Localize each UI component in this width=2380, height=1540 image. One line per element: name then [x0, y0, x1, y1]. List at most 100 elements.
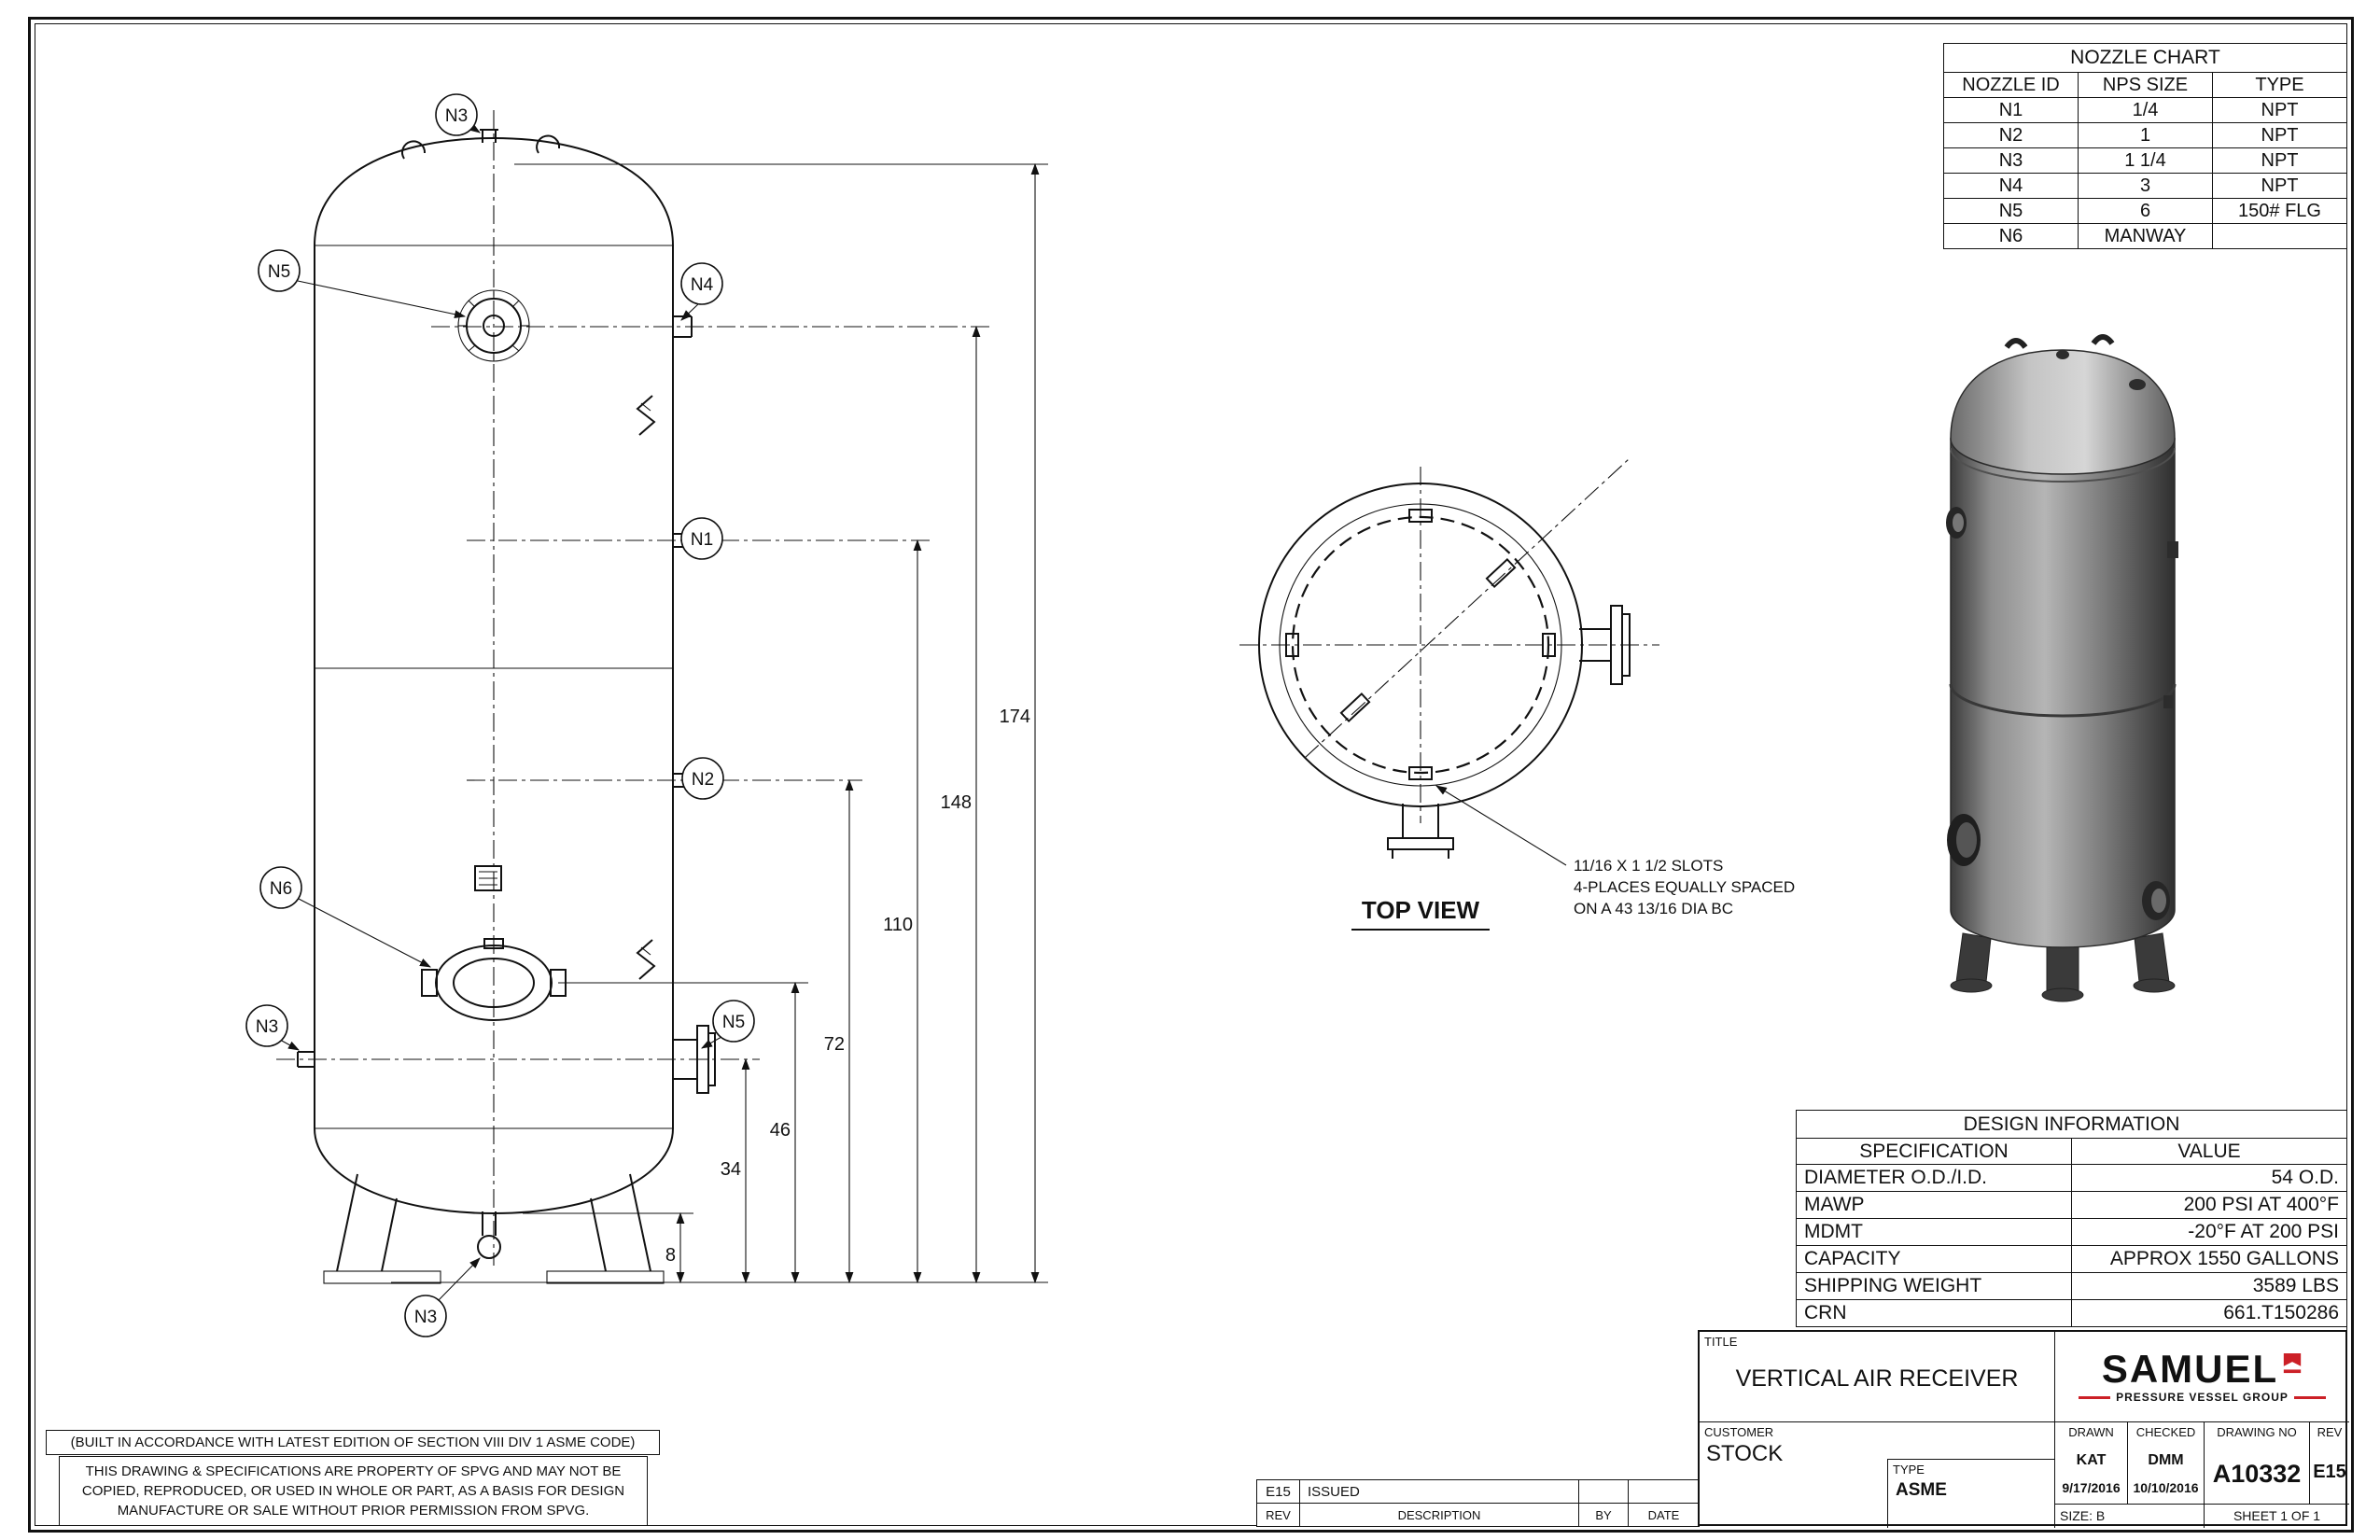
table-row: MDMT -20°F AT 200 PSI [1796, 1218, 2347, 1246]
sheet-border-outer [28, 17, 2354, 1533]
table-row: N2 1 NPT [1943, 122, 2347, 148]
dip-tube [636, 939, 656, 980]
drawn-label: DRAWN [2068, 1425, 2114, 1439]
nozzle-type: NPT [2212, 97, 2347, 123]
nozzle-balloon: N3 [414, 1308, 437, 1327]
nozzle-type: 150# FLG [2212, 198, 2347, 224]
design-info-title: DESIGN INFORMATION [1796, 1110, 2347, 1139]
logo-accent-bar [2293, 1395, 2326, 1399]
design-info-table: DESIGN INFORMATION SPECIFICATION VALUE D… [1796, 1110, 2347, 1327]
spec-value: 3589 LBS [2071, 1272, 2347, 1300]
nozzle-id: N5 [1943, 198, 2079, 224]
size-cell: SIZE: B [2055, 1505, 2205, 1528]
type-label: TYPE [1893, 1463, 1925, 1477]
n6-manway [421, 938, 567, 1021]
revision-header-row: REV DESCRIPTION BY DATE [1256, 1503, 1700, 1527]
nameplate [474, 865, 502, 891]
nozzle-size: 1 1/4 [2078, 147, 2213, 174]
nozzle-chart-header: NOZZLE ID [1943, 72, 2079, 98]
nozzle-balloon: N3 [445, 106, 468, 126]
revision-block: E15 ISSUED REV DESCRIPTION BY DATE [1256, 1479, 1700, 1527]
dimension-value: 34 [721, 1159, 741, 1180]
drawing-no-label: DRAWING NO [2217, 1425, 2297, 1439]
lifting-lug-icon [401, 140, 427, 160]
customer-label: CUSTOMER [1704, 1425, 1774, 1439]
lifting-lug-icon [2091, 334, 2115, 345]
dimension-value: 174 [1000, 707, 1030, 727]
nozzle-id: N3 [1943, 147, 2079, 174]
top-view: 11/16 X 1 1/2 SLOTS 4-PLACES EQUALLY SPA… [1239, 458, 1795, 931]
property-note: THIS DRAWING & SPECIFICATIONS ARE PROPER… [59, 1456, 648, 1526]
revision-header: DESCRIPTION [1299, 1503, 1579, 1527]
rev-label: REV [2317, 1425, 2343, 1439]
spec-value: 200 PSI AT 400°F [2071, 1191, 2347, 1219]
dimension-value: 8 [665, 1245, 676, 1266]
drawn-cell: DRAWN KAT 9/17/2016 [2055, 1422, 2128, 1505]
brand-subtitle: PRESSURE VESSEL GROUP [2116, 1391, 2289, 1404]
nozzle-size: 1 [2078, 122, 2213, 148]
drawing-title: VERTICAL AIR RECEIVER [1735, 1365, 2019, 1392]
sheet-border-inner [35, 23, 2347, 1526]
dimension-value: 72 [824, 1034, 845, 1055]
asme-code-note: (BUILT IN ACCORDANCE WITH LATEST EDITION… [46, 1430, 660, 1455]
spec-name: CRN [1796, 1299, 2072, 1327]
revision-header: DATE [1628, 1503, 1700, 1527]
property-note-line: MANUFACTURE OR SALE WITHOUT PRIOR PERMIS… [117, 1503, 590, 1519]
brand-flag-icon [2284, 1353, 2302, 1374]
logo-accent-bar [2079, 1395, 2111, 1399]
nozzle-balloon: N1 [691, 530, 713, 550]
sheet-cell: SHEET 1 OF 1 [2233, 1508, 2321, 1523]
nozzle-balloon: N5 [268, 262, 290, 282]
spec-value: APPROX 1550 GALLONS [2071, 1245, 2347, 1273]
checked-cell: CHECKED DMM 10/10/2016 [2128, 1422, 2205, 1505]
dimensions: 174 148 110 72 46 34 8 [391, 162, 1048, 1284]
nozzle-balloon: N5 [722, 1013, 745, 1032]
revision-rev: E15 [1256, 1479, 1300, 1504]
rev-cell: REV E15 [2310, 1422, 2349, 1505]
slot-note-line: 4-PLACES EQUALLY SPACED [1574, 878, 1795, 896]
design-info-header: SPECIFICATION [1796, 1138, 2072, 1165]
front-view: 174 148 110 72 46 34 8 N3 N5 N4 N1 [245, 93, 1048, 1337]
nozzle-id: N2 [1943, 122, 2079, 148]
nozzle-type: NPT [2212, 147, 2347, 174]
dip-tube [636, 395, 656, 436]
property-note-line: THIS DRAWING & SPECIFICATIONS ARE PROPER… [85, 1463, 622, 1479]
drawn-date: 9/17/2016 [2062, 1480, 2121, 1495]
rev-value: E15 [2313, 1462, 2346, 1482]
table-row: N3 1 1/4 NPT [1943, 147, 2347, 174]
slot-note-line: ON A 43 13/16 DIA BC [1574, 900, 1733, 917]
dimension-value: 46 [770, 1120, 791, 1141]
revision-header: REV [1256, 1503, 1300, 1527]
nozzle-id: N1 [1943, 97, 2079, 123]
nozzle-chart-header: NPS SIZE [2078, 72, 2213, 98]
property-note-line: COPIED, REPRODUCED, OR USED IN WHOLE OR … [81, 1483, 625, 1499]
checked-label: CHECKED [2135, 1425, 2196, 1439]
nozzle-balloon: N3 [256, 1017, 278, 1037]
table-row: CRN 661.T150286 [1796, 1299, 2347, 1327]
table-row: N6 MANWAY [1943, 223, 2347, 249]
lifting-lug-icon [2004, 338, 2028, 349]
brand-logo: SAMUEL PRESSURE VESSEL GROUP [2055, 1332, 2349, 1422]
drawing-no-value: A10332 [2212, 1460, 2302, 1488]
table-row: N5 6 150# FLG [1943, 198, 2347, 224]
drawn-by: KAT [2076, 1452, 2107, 1468]
nozzle-balloon: N4 [691, 275, 714, 295]
nozzle-chart: NOZZLE CHART NOZZLE ID NPS SIZE TYPE N1 … [1943, 43, 2347, 249]
checked-by: DMM [2148, 1452, 2184, 1468]
spec-value: 54 O.D. [2071, 1164, 2347, 1192]
nozzle-id: N6 [1943, 223, 2079, 249]
nozzle-type: NPT [2212, 122, 2347, 148]
dimension-value: 110 [883, 915, 913, 935]
spec-value: 661.T150286 [2071, 1299, 2347, 1327]
table-row: N4 3 NPT [1943, 173, 2347, 199]
type-cell: TYPE ASME [1887, 1459, 2055, 1528]
table-row: SHIPPING WEIGHT 3589 LBS [1796, 1272, 2347, 1300]
drawing-no-cell: DRAWING NO A10332 [2205, 1422, 2310, 1505]
table-row: MAWP 200 PSI AT 400°F [1796, 1191, 2347, 1219]
top-view-label: TOP VIEW [1362, 896, 1480, 924]
revision-header: BY [1578, 1503, 1629, 1527]
revision-description: ISSUED [1299, 1479, 1579, 1504]
nozzle-balloons: N3 N5 N4 N1 N2 N6 N3 N5 N3 [245, 93, 755, 1337]
lifting-lug-icon [536, 134, 561, 154]
